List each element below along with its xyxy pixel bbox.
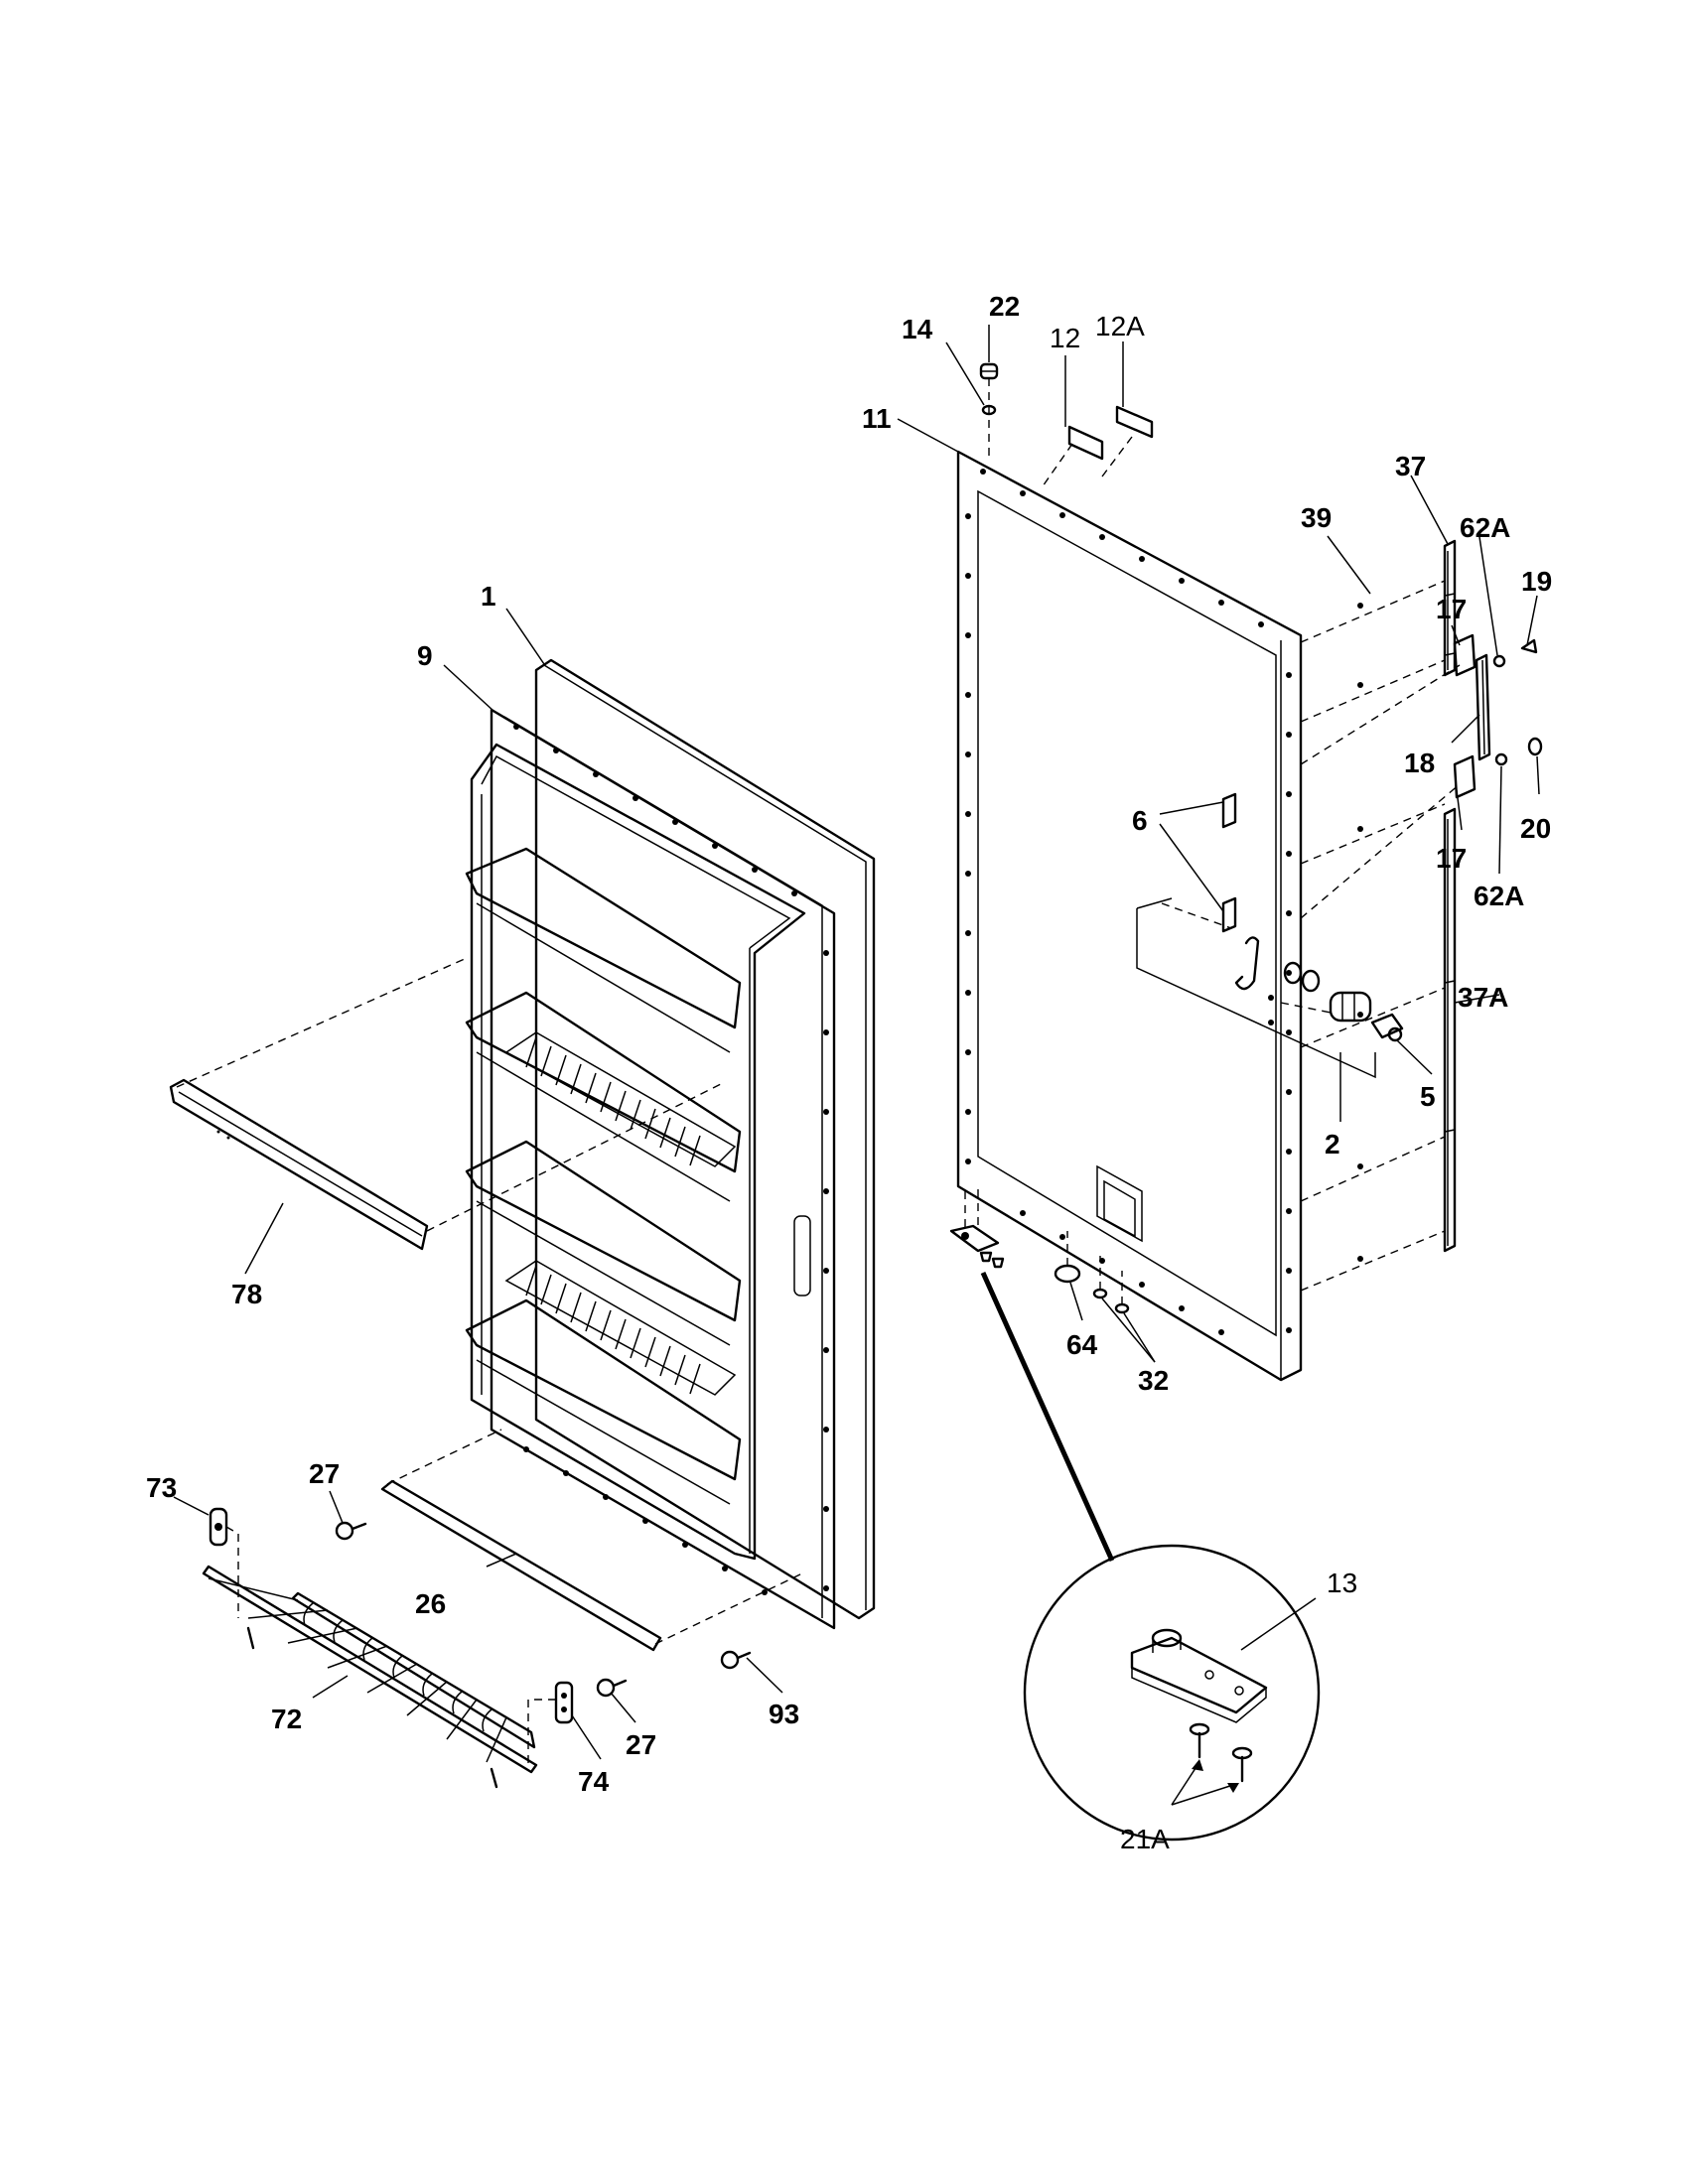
hinge-on-panel xyxy=(949,1189,1005,1269)
part-label-20: 20 xyxy=(1520,813,1551,844)
part-label-32: 32 xyxy=(1138,1365,1169,1396)
gasket-holes xyxy=(513,724,829,1595)
part-label-1: 1 xyxy=(481,581,496,612)
ribbed-shelf-upper xyxy=(504,1031,737,1167)
door-panel-part-1 xyxy=(534,658,876,1620)
inner-liner xyxy=(470,743,806,1561)
trim-strip-part-37 xyxy=(1443,539,1457,677)
part-label-14: 14 xyxy=(902,314,933,344)
shelf-front-part-78 xyxy=(169,957,726,1251)
label-plate-part-12 xyxy=(1042,425,1104,487)
lock-assembly-part-2 xyxy=(1136,897,1376,1079)
part-label-5: 5 xyxy=(1420,1081,1436,1112)
part-label-6: 6 xyxy=(1132,805,1148,836)
part-label-78: 78 xyxy=(231,1279,262,1309)
part-label-62A-upper: 62A xyxy=(1460,512,1510,543)
part-label-21A: 21A xyxy=(1120,1824,1170,1854)
part-label-26: 26 xyxy=(415,1588,446,1619)
part-label-74: 74 xyxy=(578,1766,610,1797)
part-label-27-lower: 27 xyxy=(626,1729,656,1760)
screws-part-21A xyxy=(1189,1722,1253,1783)
part-label-13: 13 xyxy=(1327,1568,1357,1598)
part-label-22: 22 xyxy=(989,291,1020,322)
cap-part-22 xyxy=(979,362,999,380)
part-label-12A: 12A xyxy=(1095,311,1145,341)
screw-part-62A-upper xyxy=(1492,654,1506,668)
part-label-17-upper: 17 xyxy=(1436,594,1467,624)
outer-door-panel-part-11 xyxy=(956,450,1303,1382)
door-shelf-bins xyxy=(465,847,742,1505)
part-label-73: 73 xyxy=(146,1472,177,1503)
bushing-part-64 xyxy=(1054,1231,1081,1284)
screw-part-62A-lower xyxy=(1494,752,1508,766)
clip-part-73 xyxy=(209,1507,239,1618)
part-label-17-lower: 17 xyxy=(1436,843,1467,874)
lock-cam-part-5 xyxy=(1370,1013,1404,1042)
strip-connectors xyxy=(1300,580,1446,1292)
part-label-62A-lower: 62A xyxy=(1474,881,1524,911)
bracket-part-6-lower xyxy=(1221,896,1237,933)
part-label-27-upper: 27 xyxy=(309,1458,340,1489)
part-label-72: 72 xyxy=(271,1704,302,1734)
part-label-9: 9 xyxy=(417,640,433,671)
clip-part-74 xyxy=(527,1681,574,1767)
part-label-37A: 37A xyxy=(1458,982,1508,1013)
plug-parts-32 xyxy=(1092,1256,1130,1314)
part-label-19: 19 xyxy=(1521,566,1552,597)
part-label-37: 37 xyxy=(1395,451,1426,481)
hinge-detail-callout xyxy=(980,1271,1321,1842)
leader-lines xyxy=(173,325,1540,1806)
part-label-11: 11 xyxy=(862,403,892,434)
trim-strip-part-37A xyxy=(1443,807,1457,1253)
panel-holes xyxy=(965,469,1292,1335)
part-label-12: 12 xyxy=(1050,323,1080,353)
bracket-part-17-upper xyxy=(1300,633,1477,765)
washer-part-14 xyxy=(981,378,997,457)
wire-basket-part-72 xyxy=(202,1565,538,1789)
cap-part-19 xyxy=(1520,638,1538,654)
screw-part-27-lower xyxy=(596,1678,628,1698)
part-label-64: 64 xyxy=(1066,1329,1098,1360)
label-plate-part-12A xyxy=(1101,405,1154,478)
ribbed-shelf-lower xyxy=(504,1260,737,1396)
part-label-93: 93 xyxy=(769,1699,799,1729)
bracket-part-6-upper xyxy=(1221,792,1237,829)
part-label-18: 18 xyxy=(1404,748,1435,778)
screw-part-27-upper xyxy=(335,1521,367,1541)
bracket-part-17-lower xyxy=(1300,754,1477,919)
handle-part-18 xyxy=(1475,653,1491,761)
hinge-part-13 xyxy=(1130,1628,1268,1723)
screw-part-93 xyxy=(720,1650,752,1670)
bottom-bar-part-26 xyxy=(380,1429,803,1652)
cap-part-20 xyxy=(1527,737,1543,756)
door-liner-assembly xyxy=(465,658,876,1630)
part-number-labels: 1 9 78 27 26 73 72 74 27 93 22 14 12 12A… xyxy=(146,291,1552,1854)
part-label-39: 39 xyxy=(1301,502,1332,533)
part-label-2: 2 xyxy=(1325,1129,1340,1160)
